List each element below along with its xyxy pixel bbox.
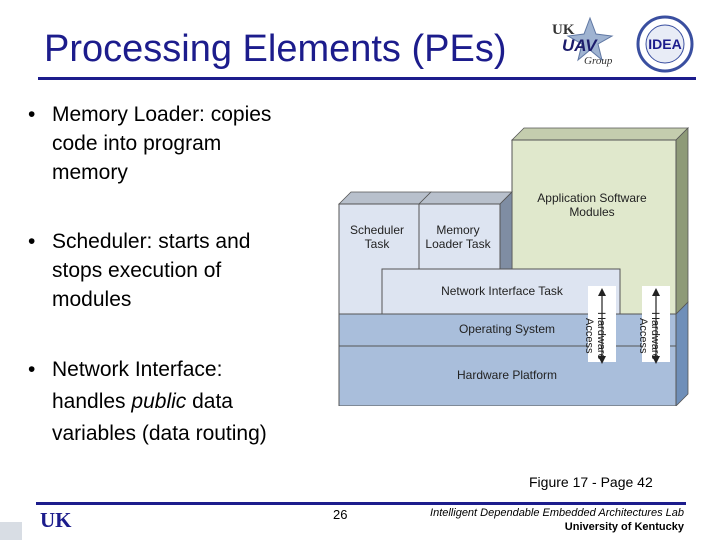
network-task-box (381, 268, 621, 315)
corner-tab (0, 522, 22, 540)
memory-loader-label: Loader Task (425, 237, 491, 251)
os-label: Operating System (459, 322, 555, 336)
bullet-line: variables (data routing) (52, 422, 267, 445)
uav-logo-main: UAV (562, 36, 598, 55)
app-modules-label: Modules (569, 205, 614, 219)
app-modules-label: Application Software (537, 191, 647, 205)
idea-lab-logo: IDEA (636, 15, 694, 73)
university-name: University of Kentucky (564, 521, 684, 533)
bullet-line: Network Interface: (52, 358, 223, 381)
bullet-line: Scheduler: starts and (52, 230, 251, 253)
slide-title: Processing Elements (PEs) (44, 28, 507, 70)
hardware-access-arrow-left: Hardware Access (583, 286, 616, 364)
arrow-down-icon (598, 356, 606, 364)
hw-access-label: Access (637, 318, 649, 354)
memory-loader-label: Memory (436, 223, 479, 237)
lab-name: Intelligent Dependable Embedded Architec… (430, 507, 684, 519)
idea-logo-text: IDEA (648, 36, 681, 52)
arrow-up-icon (598, 288, 606, 296)
star-icon (566, 16, 614, 62)
figure-caption: Figure 17 - Page 42 (529, 474, 653, 490)
bullet-dot: • (28, 358, 36, 381)
scheduler-label: Task (365, 237, 391, 251)
hardware-access-arrow-right: Hardware Access (637, 286, 670, 364)
bullet-line: modules (52, 288, 132, 311)
operating-system-box (338, 313, 677, 347)
emphasized-word: public (131, 390, 187, 413)
hardware-label: Hardware Platform (457, 368, 557, 382)
scheduler-label: Scheduler (350, 223, 404, 237)
bullet-line: Memory Loader: copies (52, 103, 272, 126)
hw-access-label: Access (583, 318, 595, 354)
bullet-dot: • (28, 103, 36, 126)
pe-architecture-diagram: Application Software Modules Scheduler T… (338, 127, 689, 406)
bullet-line: code into program (52, 132, 222, 155)
arrow-up-icon (652, 288, 660, 296)
uav-group-logo: UK UAV Group (552, 16, 614, 67)
arrow-down-icon (652, 356, 660, 364)
uk-footer-logo: UK (40, 508, 72, 532)
hw-access-label: Hardware (649, 312, 661, 360)
bullet-line: memory (52, 161, 128, 184)
footer-rule (36, 502, 686, 505)
uav-logo-top: UK (552, 22, 575, 38)
uk-logo-text: UK (40, 508, 72, 532)
bullet-line: handles public data (52, 390, 233, 413)
memory-loader-box (418, 203, 501, 270)
uav-logo-sub: Group (584, 55, 613, 67)
bullet-line: stops execution of (52, 259, 222, 282)
page-number: 26 (333, 507, 348, 522)
bullet-dot: • (28, 230, 36, 253)
hw-access-label: Hardware (595, 312, 607, 360)
hardware-platform-box (338, 345, 677, 406)
title-underline (38, 77, 696, 80)
network-task-label: Network Interface Task (441, 284, 564, 298)
